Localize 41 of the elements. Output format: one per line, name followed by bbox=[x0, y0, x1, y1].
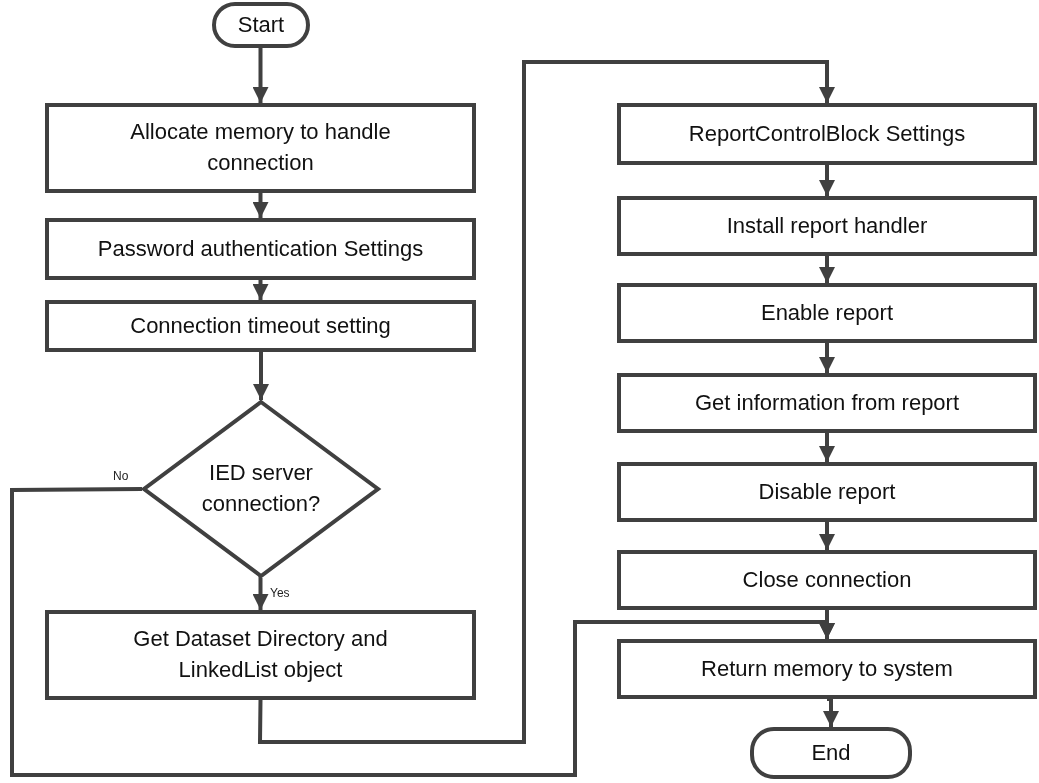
process-box bbox=[617, 373, 1037, 433]
node-label: Get Dataset Directory and LinkedList object bbox=[132, 625, 389, 684]
arrow bbox=[819, 343, 835, 373]
node-label: Allocate memory to handle connection bbox=[129, 118, 392, 177]
node-label: Disable report bbox=[758, 477, 896, 506]
arrow bbox=[823, 697, 839, 727]
process-box bbox=[617, 283, 1037, 343]
arrow bbox=[252, 193, 269, 218]
arrow bbox=[257, 60, 835, 744]
node-label: Return memory to system bbox=[701, 654, 953, 683]
node-label: IED server connection? bbox=[200, 459, 322, 518]
process-box bbox=[45, 218, 476, 280]
node-label: ReportControlBlock Settings bbox=[688, 119, 966, 148]
process-box bbox=[617, 462, 1037, 522]
node-label: Close connection bbox=[742, 565, 912, 594]
arrow bbox=[253, 350, 269, 400]
process-box bbox=[617, 550, 1037, 610]
node-label: Connection timeout setting bbox=[130, 311, 391, 340]
arrow bbox=[252, 576, 269, 610]
arrow bbox=[819, 522, 835, 550]
terminal-shape bbox=[750, 727, 912, 779]
process-box bbox=[45, 103, 476, 193]
process-box bbox=[45, 300, 476, 352]
arrow bbox=[819, 256, 835, 283]
terminal-shape bbox=[212, 2, 310, 48]
process-box bbox=[45, 610, 476, 700]
process-box bbox=[617, 196, 1037, 256]
node-label: Install report handler bbox=[726, 211, 928, 240]
node-label: Start bbox=[237, 10, 285, 39]
arrow bbox=[819, 165, 835, 196]
node-label: Get information from report bbox=[694, 388, 960, 417]
process-box bbox=[617, 639, 1037, 699]
node-label: Password authentication Settings bbox=[97, 234, 424, 263]
arrow bbox=[252, 280, 269, 300]
process-box bbox=[617, 103, 1037, 165]
node-label: Enable report bbox=[760, 298, 894, 327]
node-label: End bbox=[811, 738, 851, 767]
arrow bbox=[819, 433, 835, 462]
arrow bbox=[819, 610, 835, 639]
arrow bbox=[252, 46, 269, 103]
decision-diamond bbox=[142, 400, 380, 578]
